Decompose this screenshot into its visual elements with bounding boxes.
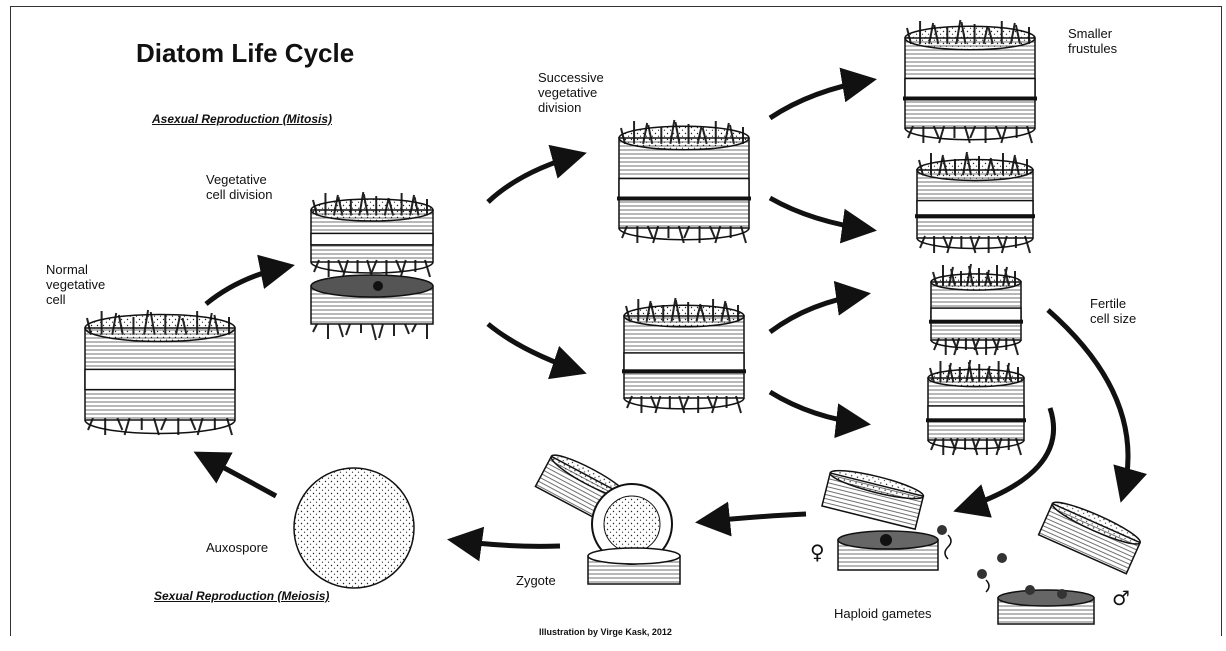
label-fertile-size: Fertile cell size: [1090, 296, 1136, 326]
arrow-lower-to-fertile1: [770, 294, 866, 332]
female-symbol: ♀: [810, 540, 825, 564]
arrow-successive-to-smaller: [770, 80, 872, 118]
successive-cell-lower: [622, 298, 746, 413]
arrow-auxospore-to-normal: [198, 454, 276, 496]
gamete-cell-left-base: [838, 531, 938, 570]
sexual-heading: Sexual Reproduction (Meiosis): [154, 589, 329, 603]
zygote-cell: [535, 449, 680, 584]
label-vegetative-division: Vegetative cell division: [206, 172, 272, 202]
smaller-frustule-1: [903, 20, 1037, 143]
arrow-gametes-to-zygote: [700, 514, 806, 522]
division-upper-theca: [311, 192, 433, 277]
male-symbol: ♂: [1112, 586, 1130, 610]
label-zygote: Zygote: [516, 573, 556, 588]
arrow-lower-to-fertile2: [770, 392, 866, 424]
fertile-cell-2: [926, 360, 1026, 455]
successive-cell-upper: [617, 120, 751, 243]
arrow-fertile-right: [1048, 310, 1128, 498]
frame-left: [10, 6, 11, 636]
label-haploid-gametes: Haploid gametes: [834, 606, 932, 621]
arrow-division-up: [488, 154, 582, 202]
gamete-cell-right-base: [998, 590, 1094, 624]
label-auxospore: Auxospore: [206, 540, 268, 555]
arrow-normal-to-division: [206, 266, 290, 304]
arrow-successive-to-frustule2: [770, 198, 872, 230]
frame-right: [1221, 6, 1222, 636]
arrow-zygote-to-auxospore: [452, 540, 560, 546]
frame-top: [10, 6, 1222, 7]
fertile-cell-1: [929, 264, 1023, 355]
page-title: Diatom Life Cycle: [136, 38, 354, 69]
label-successive-division: Successive vegetative division: [538, 70, 604, 115]
division-lower-theca: [311, 275, 433, 340]
label-normal-cell: Normal vegetative cell: [46, 262, 105, 307]
smaller-frustule-2: [915, 152, 1035, 253]
auxospore-sphere: [294, 468, 414, 588]
arrow-division-down: [488, 324, 582, 372]
label-smaller-frustules: Smaller frustules: [1068, 26, 1117, 56]
gamete-cell-right: [1039, 496, 1144, 573]
asexual-heading: Asexual Reproduction (Mitosis): [152, 112, 332, 126]
gamete-cell-left: [822, 465, 925, 529]
illustration-credit: Illustration by Virge Kask, 2012: [539, 627, 672, 637]
normal-cell: [85, 310, 235, 435]
